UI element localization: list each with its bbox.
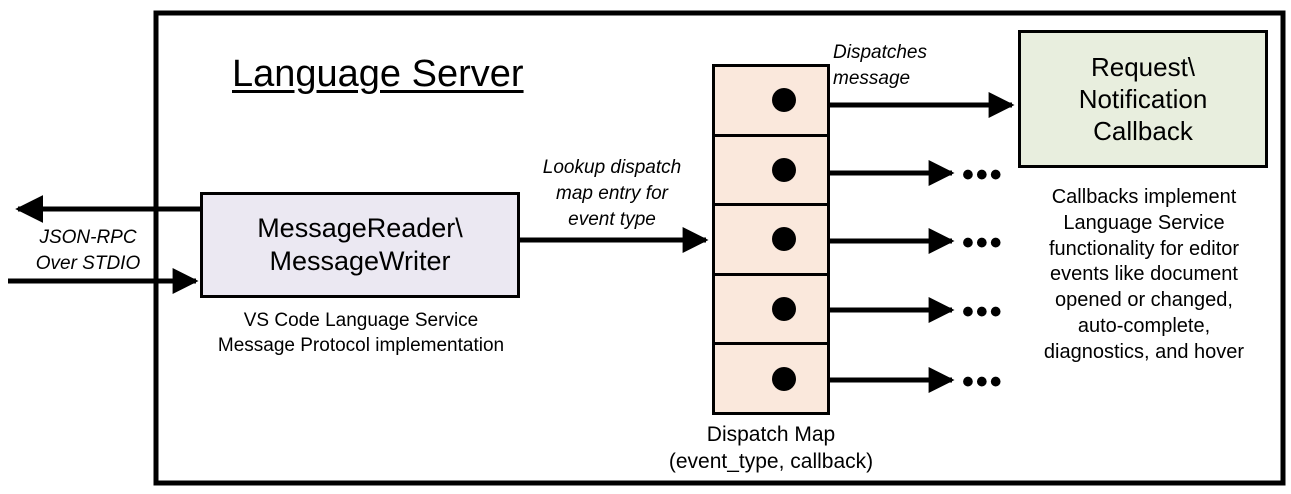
dispatch-entry-dot-icon [772,88,796,113]
dispatch-entry-dot-icon [772,157,796,182]
jsonrpc-transport-label: JSON-RPC Over STDIO [35,227,141,274]
dispatch-entry-dot-icon [772,227,796,252]
dispatch-map-row[interactable] [715,345,827,412]
dispatch-map-caption: Dispatch Map (event_type, callback) [668,423,874,474]
dispatch-entry-dot-icon [772,297,796,322]
dispatch-entry-dot-icon [772,366,796,391]
ellipsis-row-3: ••• [962,224,1004,262]
request-notification-callback-label: Request\ Notification Callback [1078,51,1208,147]
callback-description-caption: Callbacks implement Language Service fun… [1043,186,1245,363]
request-notification-callback-box[interactable]: Request\ Notification Callback [1018,30,1268,168]
lookup-dispatch-label: Lookup dispatch map entry for event type [542,157,682,231]
ellipsis-row-2: ••• [962,156,1004,194]
dispatch-map-table[interactable] [712,64,830,415]
dispatches-message-label: Dispatches message [833,42,927,90]
ellipsis-row-5: ••• [962,363,1004,401]
diagram-title: Language Server [232,53,524,95]
ellipsis-row-4: ••• [962,293,1004,331]
message-reader-writer-box[interactable]: MessageReader\ MessageWriter [200,192,520,298]
dispatch-map-row[interactable] [715,67,827,137]
dispatch-map-row[interactable] [715,137,827,207]
message-reader-writer-caption: VS Code Language Service Message Protoco… [217,310,505,357]
dispatch-map-row[interactable] [715,206,827,276]
dispatch-map-row[interactable] [715,276,827,346]
message-reader-writer-label: MessageReader\ MessageWriter [257,213,463,276]
